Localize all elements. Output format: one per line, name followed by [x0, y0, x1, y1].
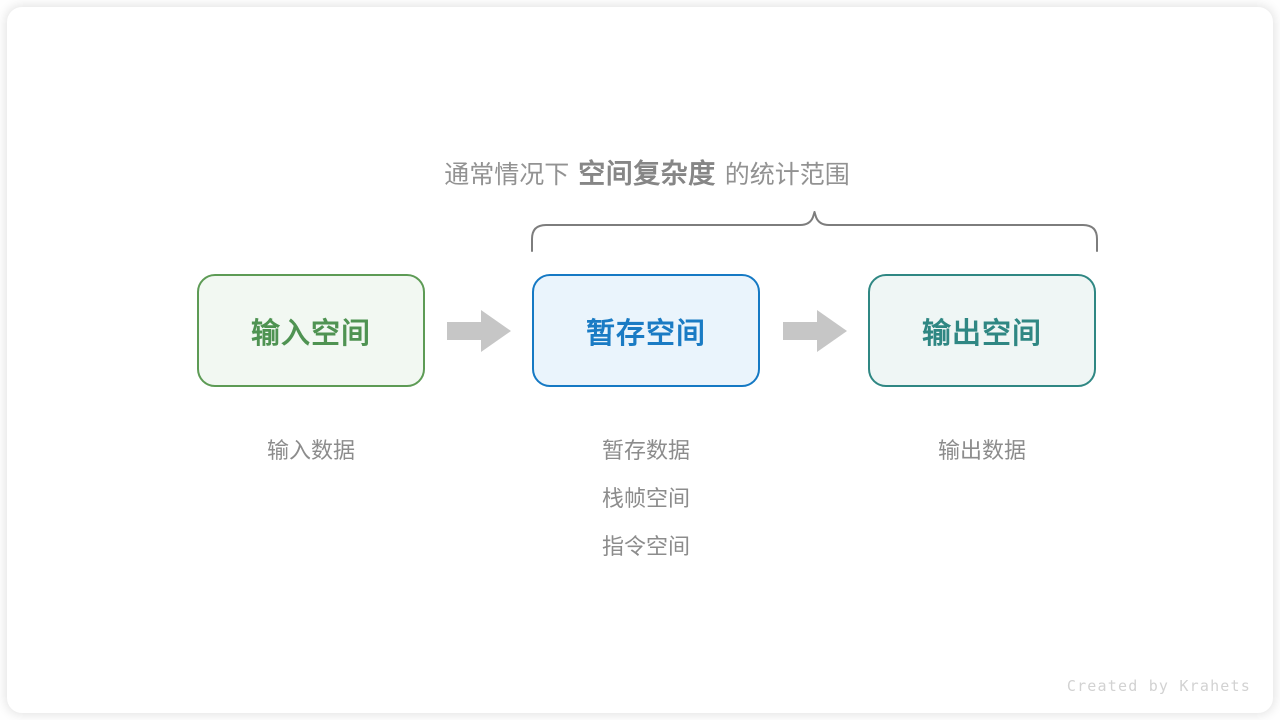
caption-prefix: 通常情况下 — [444, 161, 570, 189]
caption-suffix: 的统计范围 — [724, 161, 850, 189]
node-temp-space-labels: 暂存数据 栈帧空间 指令空间 — [532, 427, 760, 571]
label-item: 指令空间 — [601, 534, 690, 559]
label-item: 输出数据 — [937, 438, 1026, 463]
diagram-card: 通常情况下空间复杂度的统计范围 输入空间 暂存空间 输出空间 — [7, 7, 1273, 713]
label-item: 输入数据 — [266, 438, 355, 463]
watermark: Created by Krahets — [1066, 677, 1251, 695]
node-input-space-labels: 输入数据 — [197, 427, 425, 475]
node-temp-space-title: 暂存空间 — [585, 317, 706, 350]
label-item: 栈帧空间 — [601, 486, 690, 511]
brace-caption: 通常情况下空间复杂度的统计范围 — [7, 155, 1280, 194]
node-input-space[interactable]: 输入空间 — [197, 274, 425, 387]
label-item: 暂存数据 — [601, 438, 690, 463]
node-temp-space[interactable]: 暂存空间 — [532, 274, 760, 387]
node-output-space[interactable]: 输出空间 — [868, 274, 1096, 387]
arrow-right-icon — [447, 310, 511, 352]
node-input-space-title: 输入空间 — [250, 317, 371, 350]
curly-brace-icon — [522, 207, 1107, 259]
arrow-right-icon — [783, 310, 847, 352]
caption-emphasis: 空间复杂度 — [578, 159, 716, 189]
node-output-space-title: 输出空间 — [921, 317, 1042, 350]
node-output-space-labels: 输出数据 — [868, 427, 1096, 475]
